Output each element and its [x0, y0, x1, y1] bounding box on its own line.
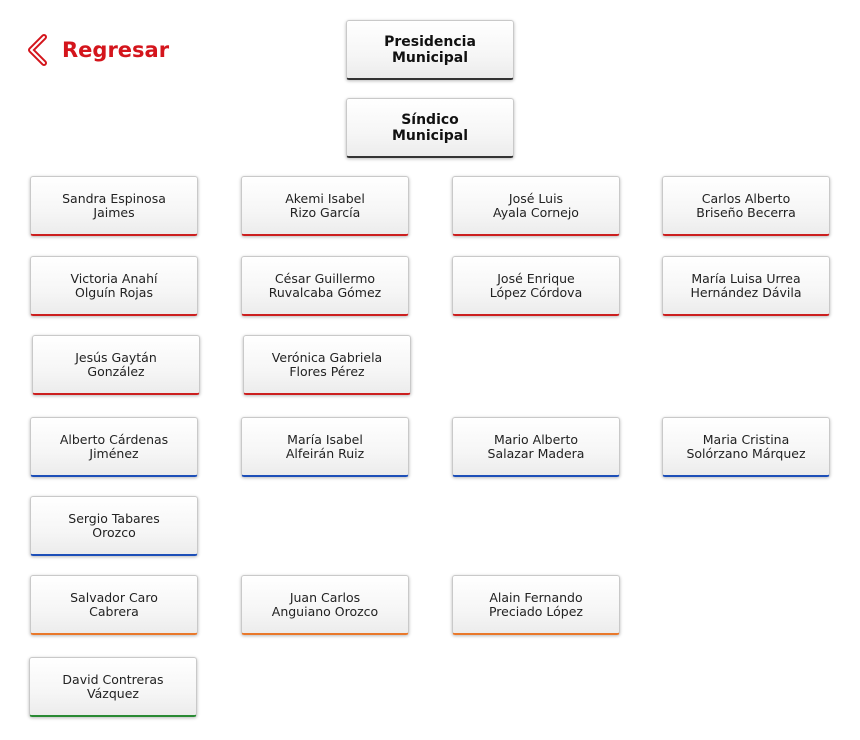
member-card[interactable]: Verónica Gabriela Flores Pérez [243, 335, 411, 395]
member-name: María Luisa Urrea Hernández Dávila [690, 270, 802, 300]
presidencia-label: Presidencia Municipal [384, 33, 476, 66]
member-name: Jesús Gaytán González [75, 349, 157, 379]
member-card[interactable]: Jesús Gaytán González [32, 335, 200, 395]
member-card[interactable]: Maria Cristina Solórzano Márquez [662, 417, 830, 477]
sindico-label: Síndico Municipal [391, 111, 469, 144]
member-name: Juan Carlos Anguiano Orozco [271, 589, 379, 619]
member-card[interactable]: Akemi Isabel Rizo García [241, 176, 409, 236]
member-card[interactable]: María Isabel Alfeirán Ruiz [241, 417, 409, 477]
member-card[interactable]: María Luisa Urrea Hernández Dávila [662, 256, 830, 316]
member-name: José Enrique López Córdova [489, 270, 583, 300]
member-name: David Contreras Vázquez [62, 671, 164, 701]
member-card[interactable]: José Enrique López Córdova [452, 256, 620, 316]
sindico-municipal-card[interactable]: Síndico Municipal [346, 98, 514, 158]
back-label: Regresar [62, 38, 170, 62]
back-link[interactable]: Regresar [26, 34, 169, 66]
member-name: Maria Cristina Solórzano Márquez [686, 431, 806, 461]
member-name: Victoria Anahí Olguín Rojas [70, 270, 158, 300]
member-name: Alberto Cárdenas Jiménez [59, 431, 169, 461]
member-card[interactable]: Alain Fernando Preciado López [452, 575, 620, 635]
member-card[interactable]: José Luis Ayala Cornejo [452, 176, 620, 236]
member-card[interactable]: César Guillermo Ruvalcaba Gómez [241, 256, 409, 316]
member-card[interactable]: Victoria Anahí Olguín Rojas [30, 256, 198, 316]
member-card[interactable]: Salvador Caro Cabrera [30, 575, 198, 635]
member-name: Sandra Espinosa Jaimes [62, 190, 166, 220]
member-name: Sergio Tabares Orozco [68, 510, 160, 540]
member-name: Alain Fernando Preciado López [488, 589, 583, 619]
member-name: César Guillermo Ruvalcaba Gómez [268, 270, 382, 300]
presidencia-municipal-card[interactable]: Presidencia Municipal [346, 20, 514, 80]
member-name: Akemi Isabel Rizo García [285, 190, 365, 220]
member-card[interactable]: Sandra Espinosa Jaimes [30, 176, 198, 236]
member-card[interactable]: David Contreras Vázquez [29, 657, 197, 717]
member-name: Mario Alberto Salazar Madera [487, 431, 585, 461]
member-card[interactable]: Sergio Tabares Orozco [30, 496, 198, 556]
member-name: Verónica Gabriela Flores Pérez [271, 349, 383, 379]
member-name: Carlos Alberto Briseño Becerra [696, 190, 796, 220]
member-card[interactable]: Alberto Cárdenas Jiménez [30, 417, 198, 477]
member-card[interactable]: Carlos Alberto Briseño Becerra [662, 176, 830, 236]
member-card[interactable]: Juan Carlos Anguiano Orozco [241, 575, 409, 635]
member-name: Salvador Caro Cabrera [70, 589, 158, 619]
chevron-left-icon [28, 34, 47, 66]
member-name: José Luis Ayala Cornejo [493, 190, 579, 220]
member-name: María Isabel Alfeirán Ruiz [285, 431, 365, 461]
member-card[interactable]: Mario Alberto Salazar Madera [452, 417, 620, 477]
